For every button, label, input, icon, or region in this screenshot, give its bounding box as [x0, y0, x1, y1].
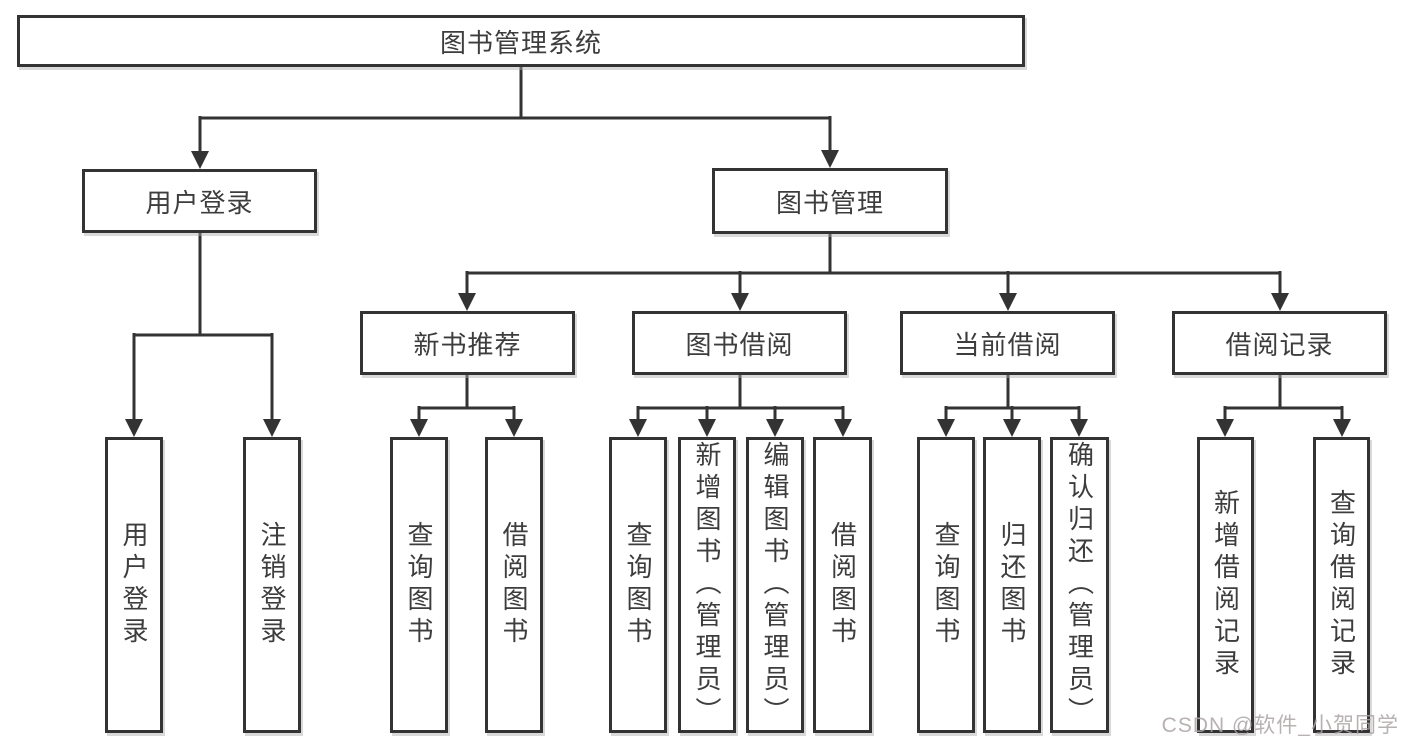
leaf-query-books-borrow: 查询图书	[609, 437, 667, 733]
leaf-borrow-books: 借阅图书	[813, 437, 872, 733]
node-label: 确认归还（管理员）	[1064, 441, 1095, 729]
watermark: CSDN @软件_小贺同学	[1161, 714, 1399, 737]
node-label: 借阅记录	[1225, 329, 1334, 360]
node-label: 查询借阅记录	[1326, 489, 1357, 681]
node-label: 归还图书	[997, 521, 1027, 649]
leaf-logout: 注销登录	[243, 437, 301, 733]
node-label: 查询图书	[931, 521, 961, 649]
leaf-edit-book-admin: 编辑图书（管理员）	[746, 437, 804, 733]
node-label: 图书管理系统	[439, 27, 602, 58]
leaf-borrow-books-recommend: 借阅图书	[485, 437, 543, 733]
node-book-management: 图书管理	[712, 168, 948, 234]
node-label: 用户登录	[119, 521, 149, 649]
node-label: 借阅图书	[827, 521, 858, 649]
leaf-confirm-return-admin: 确认归还（管理员）	[1050, 437, 1109, 733]
node-label: 编辑图书（管理员）	[760, 441, 790, 729]
leaf-add-borrow-record: 新增借阅记录	[1197, 437, 1254, 733]
node-new-book-recommend: 新书推荐	[360, 311, 575, 375]
leaf-add-book-admin: 新增图书（管理员）	[678, 437, 736, 733]
node-label: 图书借阅	[685, 329, 794, 360]
node-root: 图书管理系统	[17, 15, 1025, 67]
node-user-login: 用户登录	[82, 169, 317, 233]
node-label: 用户登录	[145, 187, 254, 218]
node-current-borrow: 当前借阅	[900, 311, 1115, 375]
node-label: 当前借阅	[953, 329, 1062, 360]
node-book-borrow: 图书借阅	[632, 311, 847, 375]
node-label: 图书管理	[775, 187, 884, 218]
leaf-query-books-recommend: 查询图书	[390, 437, 448, 733]
leaf-query-books-current: 查询图书	[917, 437, 975, 733]
node-label: 查询图书	[623, 521, 653, 649]
node-label: 新书推荐	[413, 329, 522, 360]
node-label: 新增图书（管理员）	[692, 441, 722, 729]
node-label: 注销登录	[257, 521, 287, 649]
leaf-user-login: 用户登录	[105, 437, 163, 733]
leaf-return-book: 归还图书	[983, 437, 1041, 733]
node-label: 查询图书	[404, 521, 434, 649]
node-borrow-records: 借阅记录	[1172, 311, 1387, 375]
node-label: 新增借阅记录	[1210, 489, 1241, 681]
leaf-query-borrow-record: 查询借阅记录	[1313, 437, 1370, 733]
node-label: 借阅图书	[499, 521, 529, 649]
